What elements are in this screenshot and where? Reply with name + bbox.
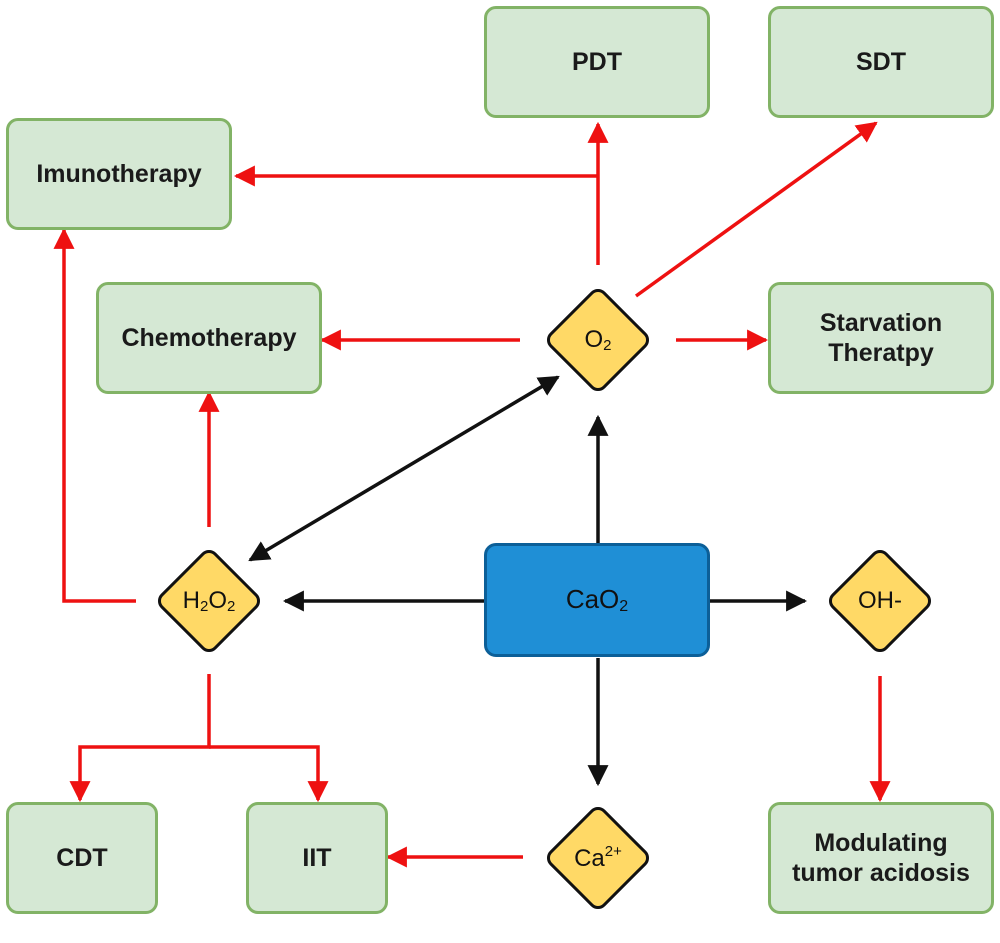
starvation-therapy-box: Starvation Theratpy [768, 282, 994, 394]
cdt-box: CDT [6, 802, 158, 914]
arrow-h2o2-to-iit [209, 745, 329, 803]
sdt-box: SDT [768, 6, 994, 118]
starvation-label-line1: Starvation [819, 309, 943, 337]
arrow-h2o2-to-immunotherapy [53, 227, 136, 603]
pdt-box: PDT [484, 6, 710, 118]
pdt-label: PDT [572, 48, 622, 76]
h2o2-label: H2O2 [182, 587, 236, 615]
chemotherapy-label: Chemotherapy [121, 324, 297, 352]
arrow-h2o2-to-cdt [69, 674, 211, 803]
arrow-h2o2-o2-bidirectional [248, 375, 560, 562]
o2-label: O2 [584, 326, 612, 354]
starvation-label-line2: Theratpy [828, 339, 934, 367]
iit-box: IIT [246, 802, 388, 914]
immunotherapy-label: Imunotherapy [36, 160, 202, 188]
chemotherapy-box: Chemotherapy [96, 282, 322, 394]
modulating-acidosis-box: Modulating tumor acidosis [768, 802, 994, 914]
o2-node: O2 [542, 284, 654, 396]
oh-node: OH- [824, 545, 936, 657]
cdt-label: CDT [56, 844, 108, 872]
iit-label: IIT [302, 844, 332, 872]
immunotherapy-box: Imunotherapy [6, 118, 232, 230]
h2o2-node: H2O2 [153, 545, 265, 657]
modulating-label-line2: tumor acidosis [792, 859, 970, 887]
ca-label: Ca2+ [574, 843, 622, 872]
sdt-label: SDT [856, 48, 906, 76]
arrow-o2-to-sdt [634, 121, 878, 298]
modulating-label-line1: Modulating [814, 829, 948, 857]
ca-node: Ca2+ [542, 802, 654, 914]
cao2-label: CaO2 [565, 584, 629, 615]
cao2-node: CaO2 [484, 543, 710, 657]
oh-label: OH- [858, 587, 902, 614]
